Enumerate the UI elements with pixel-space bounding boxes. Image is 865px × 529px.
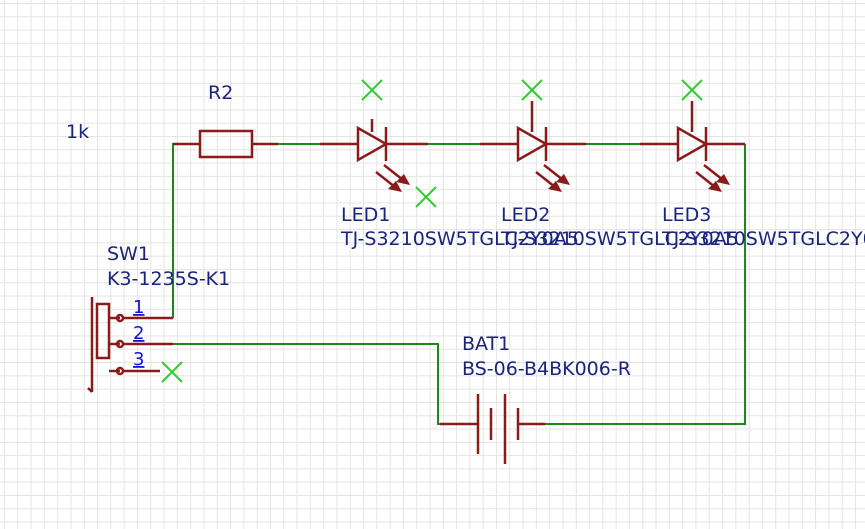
led2-part-label: TJ-S3210SW5TGLC2Y0A5 xyxy=(500,228,739,250)
battery-ref-label: BAT1 xyxy=(462,333,510,355)
resistor-r2[interactable] xyxy=(173,129,278,159)
resistor-value-label: 1k xyxy=(66,121,89,143)
switch-pin3-number: 3 xyxy=(133,349,144,370)
wires xyxy=(172,143,746,425)
no-connect-icon xyxy=(521,79,543,101)
led1-symbol[interactable] xyxy=(320,119,428,192)
wire-sw-pin1-to-r2[interactable] xyxy=(172,143,195,318)
led2-ref-label: LED2 xyxy=(501,204,550,226)
wire-sw-pin2-to-battery[interactable] xyxy=(173,343,440,425)
battery-bat1-symbol[interactable] xyxy=(440,394,545,464)
switch-pin2-number: 2 xyxy=(133,323,144,344)
no-connect-icon xyxy=(161,361,183,383)
led3-part-label: TJ-S3210SW5TGLC2Y0A5 xyxy=(661,228,865,250)
switch-ref-label: SW1 xyxy=(107,243,150,265)
wire-led3-to-battery[interactable] xyxy=(545,144,746,425)
resistor-body xyxy=(198,129,254,159)
led1-part-label: TJ-S3210SW5TGLC2Y0A5 xyxy=(340,228,579,250)
switch-pin1-number: 1 xyxy=(133,297,144,318)
switch-part-label: K3-1235S-K1 xyxy=(107,268,230,290)
resistor-ref-label: R2 xyxy=(208,82,233,104)
led2-symbol[interactable] xyxy=(480,101,586,192)
led1-ref-label: LED1 xyxy=(341,204,390,226)
no-connect-icon xyxy=(361,79,383,101)
led3-ref-label: LED3 xyxy=(662,204,711,226)
battery-part-label: BS-06-B4BK006-R xyxy=(462,358,631,380)
led3-symbol[interactable] xyxy=(640,101,745,192)
no-connect-icon xyxy=(681,79,703,101)
no-connect-icon xyxy=(415,186,437,208)
switch-sw1-symbol[interactable] xyxy=(87,297,173,393)
